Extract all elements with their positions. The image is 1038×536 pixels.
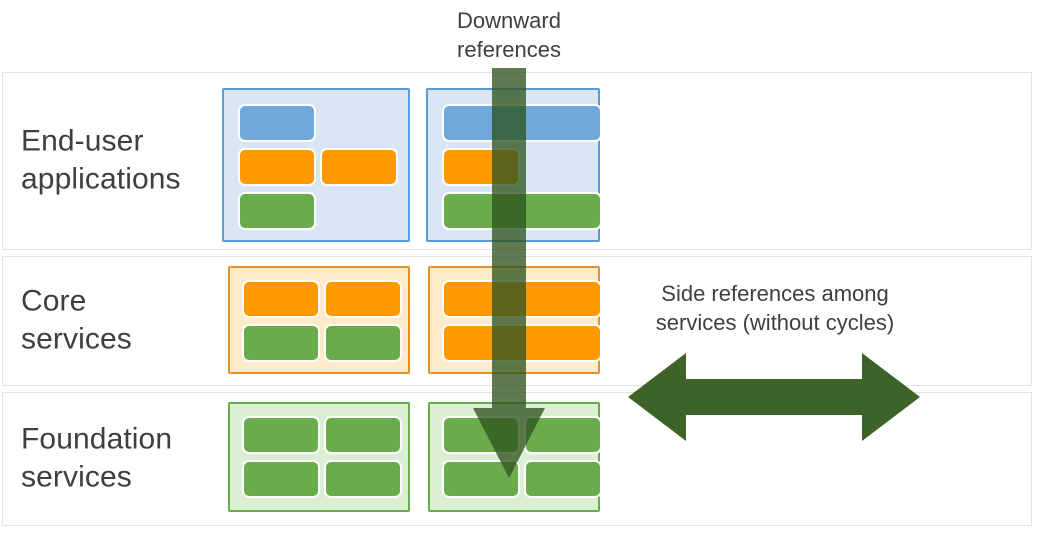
service-tile[interactable] xyxy=(238,192,316,230)
service-tile[interactable] xyxy=(442,416,520,454)
service-tile[interactable] xyxy=(242,460,320,498)
layer-label-end-user-applications: End-user applications xyxy=(21,124,181,196)
layer-label-core-services: Core services xyxy=(21,284,132,356)
service-tile[interactable] xyxy=(324,460,402,498)
service-group[interactable] xyxy=(228,266,410,374)
service-tile[interactable] xyxy=(242,324,320,362)
layer-label-foundation-services: Foundation services xyxy=(21,422,173,494)
service-tile[interactable] xyxy=(524,416,602,454)
service-tile[interactable] xyxy=(238,148,316,186)
service-group[interactable] xyxy=(428,266,602,374)
service-tile[interactable] xyxy=(442,460,520,498)
service-tile[interactable] xyxy=(442,280,602,318)
service-group[interactable] xyxy=(228,402,410,512)
side-references-label: Side references among services (without … xyxy=(655,281,895,336)
service-tile[interactable] xyxy=(442,324,602,362)
service-group[interactable] xyxy=(426,88,602,242)
service-tile[interactable] xyxy=(242,416,320,454)
service-tile[interactable] xyxy=(242,280,320,318)
service-tile[interactable] xyxy=(442,104,602,142)
service-tile[interactable] xyxy=(320,148,398,186)
service-tile[interactable] xyxy=(324,324,402,362)
service-group[interactable] xyxy=(222,88,410,242)
service-tile[interactable] xyxy=(442,148,520,186)
service-tile[interactable] xyxy=(324,280,402,318)
service-group[interactable] xyxy=(428,402,602,512)
service-tile[interactable] xyxy=(238,104,316,142)
service-tile[interactable] xyxy=(442,192,602,230)
downward-references-label: Downward references xyxy=(457,8,561,63)
service-tile[interactable] xyxy=(524,460,602,498)
service-tile[interactable] xyxy=(324,416,402,454)
